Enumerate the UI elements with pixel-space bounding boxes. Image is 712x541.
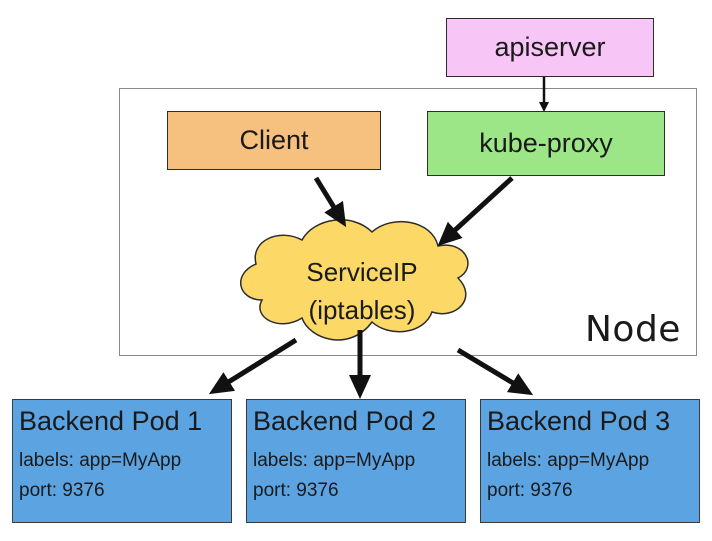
arrow-kubeproxy-to-service: [437, 176, 514, 247]
apiserver-label: apiserver: [494, 32, 606, 62]
backend-pod-1: Backend Pod 1 labels: app=MyApp port: 93…: [12, 399, 232, 523]
apiserver-box: apiserver: [446, 18, 654, 77]
pod-title: Backend Pod 3: [487, 406, 671, 436]
client-label: Client: [239, 125, 309, 155]
pod-labels: labels: app=MyApp: [487, 450, 650, 471]
arrow-client-to-service: [313, 176, 347, 228]
node-label: Node: [585, 309, 681, 350]
service-cloud: [239, 219, 469, 341]
pod-port: port: 9376: [253, 480, 339, 501]
pod-port: port: 9376: [487, 480, 573, 501]
arrow-service-to-pod1: [208, 337, 298, 395]
arrow-service-to-pod3: [456, 347, 534, 396]
pod-port: port: 9376: [19, 480, 105, 501]
backend-pod-3: Backend Pod 3 labels: app=MyApp port: 93…: [480, 399, 700, 523]
service-ip-label: ServiceIP (iptables): [262, 253, 462, 329]
pod-title: Backend Pod 1: [19, 406, 203, 436]
service-ip-title: ServiceIP: [306, 257, 418, 287]
pod-labels: labels: app=MyApp: [19, 450, 182, 471]
backend-pod-2: Backend Pod 2 labels: app=MyApp port: 93…: [246, 399, 466, 523]
pod-title: Backend Pod 2: [253, 406, 437, 436]
kube-proxy-label: kube-proxy: [479, 128, 613, 158]
kube-proxy-box: kube-proxy: [427, 111, 665, 176]
pod-labels: labels: app=MyApp: [253, 450, 416, 471]
service-ip-subtitle: (iptables): [308, 295, 416, 325]
client-box: Client: [167, 111, 381, 170]
node-boundary: [119, 88, 697, 356]
